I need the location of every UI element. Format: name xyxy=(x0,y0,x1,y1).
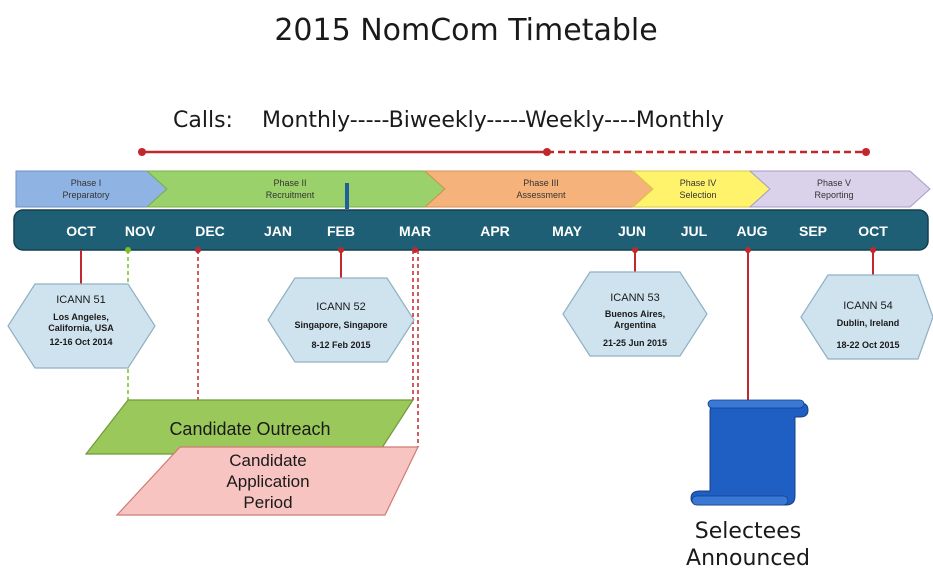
svg-text:Phase I: Phase I xyxy=(71,178,102,188)
svg-text:8-12 Feb 2015: 8-12 Feb 2015 xyxy=(311,340,370,350)
month-label-11: SEP xyxy=(799,223,827,239)
svg-text:18-22 Oct 2015: 18-22 Oct 2015 xyxy=(836,340,899,350)
scroll-icon xyxy=(690,399,809,506)
svg-text:Phase V: Phase V xyxy=(817,178,851,188)
svg-text:Selection: Selection xyxy=(679,190,716,200)
month-label-12: OCT xyxy=(858,223,888,239)
svg-text:Application: Application xyxy=(226,472,309,491)
svg-text:Assessment: Assessment xyxy=(516,190,566,200)
calls-mid-marker xyxy=(543,148,551,156)
month-label-5: MAR xyxy=(399,223,431,239)
svg-text:Recruitment: Recruitment xyxy=(266,190,315,200)
svg-text:Buenos Aires,: Buenos Aires, xyxy=(605,309,665,319)
svg-text:ICANN 52: ICANN 52 xyxy=(316,301,366,313)
svg-text:Phase II: Phase II xyxy=(273,178,306,188)
month-bar: OCT NOV DEC JAN FEB MAR APR MAY JUN JUL AUG SEP OCT xyxy=(13,209,929,251)
month-label-6: APR xyxy=(480,223,510,239)
svg-text:21-25 Jun 2015: 21-25 Jun 2015 xyxy=(603,338,667,348)
calls-timeline xyxy=(138,148,870,156)
meeting-icann-51: ICANN 51 Los Angeles, California, USA 12… xyxy=(7,283,156,369)
phase-2-arrow: Phase II Recruitment xyxy=(145,170,446,208)
svg-text:ICANN 53: ICANN 53 xyxy=(610,292,660,304)
month-label-1: NOV xyxy=(125,223,156,239)
feb-connector-dot xyxy=(338,247,344,253)
phase-5-arrow: Phase V Reporting xyxy=(748,170,931,208)
svg-text:Los Angeles,: Los Angeles, xyxy=(53,312,109,322)
month-label-7: MAY xyxy=(552,223,582,239)
month-label-3: JAN xyxy=(264,223,292,239)
phase-1-arrow: Phase I Preparatory xyxy=(15,170,168,208)
svg-text:Candidate: Candidate xyxy=(229,451,307,470)
svg-text:Dublin, Ireland: Dublin, Ireland xyxy=(837,318,900,328)
calls-label: Calls: xyxy=(173,108,233,133)
svg-text:California, USA: California, USA xyxy=(48,323,114,333)
month-label-2: DEC xyxy=(195,223,225,239)
svg-text:ICANN 51: ICANN 51 xyxy=(56,294,106,306)
selectees-line-2: Announced xyxy=(686,546,810,571)
calls-pattern: Monthly-----Biweekly-----Weekly----Month… xyxy=(262,108,724,133)
nov-connector-dot xyxy=(125,247,131,253)
month-labels: OCT NOV DEC JAN FEB MAR APR MAY JUN JUL AUG SEP OCT xyxy=(66,223,888,239)
meeting-icann-54: ICANN 54 Dublin, Ireland 18-22 Oct 2015 xyxy=(800,274,933,360)
month-label-4: FEB xyxy=(327,223,355,239)
jun-connector-dot xyxy=(632,247,638,253)
dec-connector-dot xyxy=(195,247,201,253)
svg-text:Argentina: Argentina xyxy=(614,320,657,330)
svg-text:12-16 Oct 2014: 12-16 Oct 2014 xyxy=(49,337,112,347)
svg-text:Phase III: Phase III xyxy=(523,178,559,188)
phase-divider-tick xyxy=(345,183,349,209)
svg-text:Period: Period xyxy=(243,493,292,512)
meeting-icann-53: ICANN 53 Buenos Aires, Argentina 21-25 J… xyxy=(562,271,708,357)
phase-4-arrow: Phase IV Selection xyxy=(631,170,771,208)
svg-text:Phase IV: Phase IV xyxy=(680,178,717,188)
phase-arrows: Phase I Preparatory Phase II Recruitment… xyxy=(15,170,931,209)
diagram-title: 2015 NomCom Timetable xyxy=(274,13,657,48)
month-label-0: OCT xyxy=(66,223,96,239)
connector-lines xyxy=(80,247,876,447)
svg-text:ICANN 54: ICANN 54 xyxy=(843,300,893,312)
candidate-outreach-block: Candidate Outreach xyxy=(84,399,415,455)
calls-start-marker xyxy=(138,148,146,156)
svg-text:Candidate Outreach: Candidate Outreach xyxy=(169,419,330,439)
aug-connector-dot xyxy=(745,247,751,253)
svg-text:Reporting: Reporting xyxy=(814,190,853,200)
svg-text:Singapore, Singapore: Singapore, Singapore xyxy=(294,320,387,330)
calls-end-marker xyxy=(862,148,870,156)
mar-connector-dot xyxy=(412,247,418,253)
month-label-8: JUN xyxy=(618,223,646,239)
phase-3-arrow: Phase III Assessment xyxy=(423,170,654,208)
svg-text:Preparatory: Preparatory xyxy=(62,190,110,200)
month-label-10: AUG xyxy=(736,223,767,239)
meeting-icann-52: ICANN 52 Singapore, Singapore 8-12 Feb 2… xyxy=(267,277,415,363)
candidate-application-block: Candidate Application Period xyxy=(115,446,419,516)
oct-2015-connector-dot xyxy=(870,247,876,253)
month-label-9: JUL xyxy=(681,223,708,239)
selectees-line-1: Selectees xyxy=(695,519,801,544)
